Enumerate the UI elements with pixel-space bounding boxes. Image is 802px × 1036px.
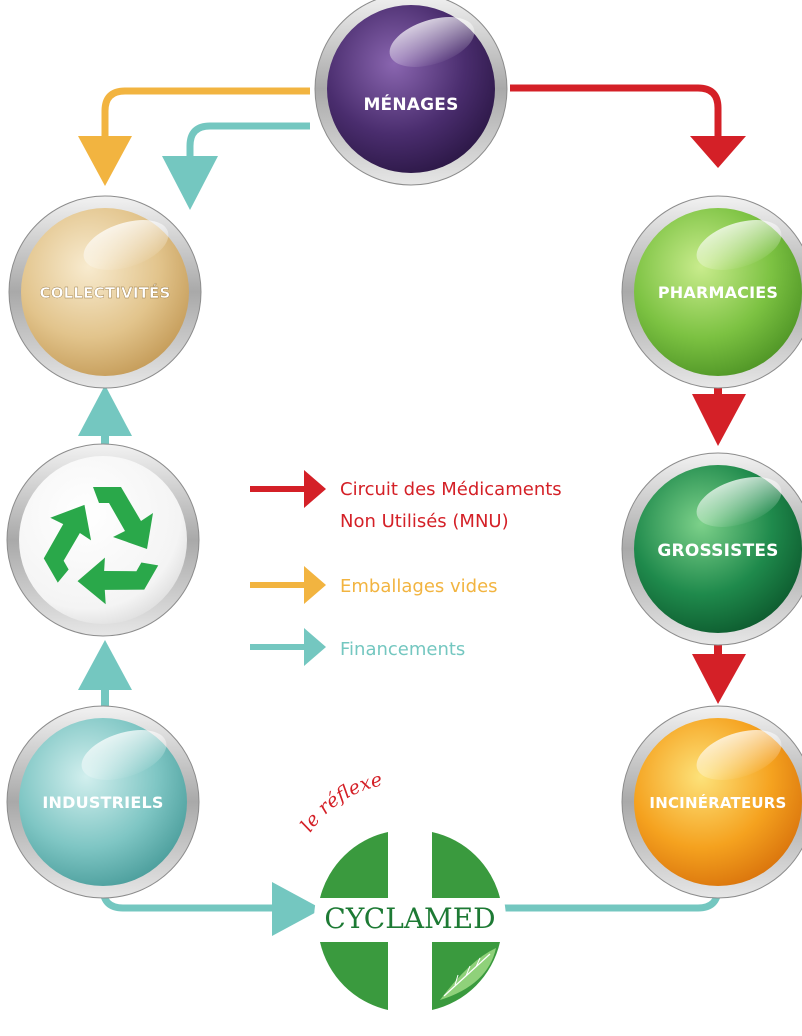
node-menages: MÉNAGES xyxy=(314,0,508,186)
connector-industriels-recycle xyxy=(78,640,132,706)
node-recycle xyxy=(6,443,200,637)
legend-mnu-line2: Non Utilisés (MNU) xyxy=(340,511,509,532)
recycle-icon xyxy=(27,487,159,618)
node-collectivites: COLLECTIVITÉS xyxy=(8,195,202,389)
label-grossistes: GROSSISTES xyxy=(657,541,778,561)
legend-item-emballages: Emballages vides xyxy=(250,566,498,604)
connector-menages-pharmacies xyxy=(510,84,746,168)
legend-item-mnu: Circuit des Médicaments Non Utilisés (MN… xyxy=(250,470,562,532)
label-pharmacies: PHARMACIES xyxy=(658,283,778,302)
legend-mnu-line1: Circuit des Médicaments xyxy=(340,479,562,500)
logo-reflexe: le réflexe xyxy=(296,769,384,836)
label-industriels: INDUSTRIELS xyxy=(42,793,163,812)
connector-pharmacies-grossistes xyxy=(692,380,746,446)
connector-grossistes-incinerateurs xyxy=(692,640,746,704)
node-pharmacies: PHARMACIES xyxy=(621,195,802,389)
node-industriels: INDUSTRIELS xyxy=(6,705,200,899)
connector-menages-collectivites-financements xyxy=(162,122,310,210)
label-incinerateurs: INCINÉRATEURS xyxy=(649,793,786,812)
node-incinerateurs: INCINÉRATEURS xyxy=(621,705,802,899)
logo-name: CYCLAMED xyxy=(324,902,495,935)
label-collectivites: COLLECTIVITÉS xyxy=(39,283,170,302)
legend: Circuit des Médicaments Non Utilisés (MN… xyxy=(250,470,562,666)
legend-emballages: Emballages vides xyxy=(340,576,498,597)
legend-item-financements: Financements xyxy=(250,628,465,666)
cyclamed-logo: le réflexe CYCLAMED xyxy=(296,769,506,1016)
label-menages: MÉNAGES xyxy=(363,93,458,115)
connector-recycle-collectivites xyxy=(78,385,132,452)
connector-menages-collectivites-emballages xyxy=(78,87,310,186)
node-grossistes: GROSSISTES xyxy=(621,452,802,646)
legend-financements: Financements xyxy=(340,639,465,660)
